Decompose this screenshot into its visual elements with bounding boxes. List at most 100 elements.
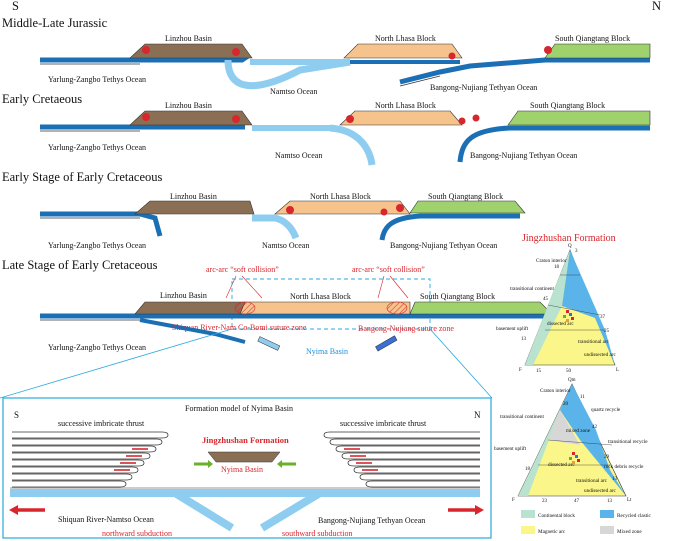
- model-south: S: [14, 410, 19, 420]
- sample-point: [571, 317, 574, 320]
- thrust-sheet: [12, 466, 139, 474]
- field-label: Craton interior: [536, 258, 567, 264]
- thrust-sheet: [12, 445, 157, 453]
- label-lhasa: North Lhasa Block: [290, 292, 351, 301]
- stage-late-stage-early-cretaceous: Late Stage of Early Cretaceous arc-arc “…: [0, 258, 555, 399]
- bangong-slab: [457, 125, 650, 163]
- thrust-sheet: [12, 438, 163, 446]
- magma-icon: [544, 46, 552, 54]
- collision-zone-right: [386, 301, 408, 315]
- magma-icon: [142, 46, 150, 54]
- pointer-line: [225, 275, 237, 299]
- model-title: Formation model of Nyima Basin: [185, 404, 293, 413]
- tick-num: 42: [592, 425, 598, 430]
- field-label: quartz recycle: [591, 407, 621, 413]
- label-qiangtang: South Qiangtang Block: [555, 34, 630, 43]
- apex-left: F: [512, 498, 515, 503]
- north-lhasa-block: [339, 110, 463, 126]
- label-namtso: Namtso Ocean: [275, 151, 322, 160]
- tick-num: 3: [575, 249, 578, 254]
- mixed-zone-field: [548, 410, 580, 445]
- sample-point: [569, 313, 572, 316]
- thrust-sheet: [335, 445, 480, 453]
- magma-icon: [448, 52, 456, 60]
- continental-edge: [525, 250, 570, 365]
- thrust-sheet: [12, 459, 145, 467]
- model-sub-left: northward subduction: [102, 529, 172, 538]
- stage-early-cretaceous: Early Cretaeous Linzhou Basin North Lhas…: [2, 92, 651, 166]
- stage-title: Middle-Late Jurassic: [2, 16, 108, 30]
- tick-num: 11: [580, 395, 585, 400]
- label-bangong: Bangong-Nujiang Tethyan Ocean: [390, 241, 497, 250]
- thrust-sheet: [347, 459, 480, 467]
- label-namtso: Namtso Ocean: [270, 87, 317, 96]
- model-north: N: [474, 410, 481, 420]
- north-lhasa-block: [274, 200, 411, 215]
- legend-swatch-mixed: [600, 526, 614, 534]
- tick-num: 20: [563, 402, 569, 407]
- sample-point: [566, 310, 569, 313]
- magma-icon: [142, 113, 150, 121]
- sample-point: [575, 455, 578, 458]
- model-thrust-left: successive imbricate thrust: [58, 419, 145, 428]
- collision-right-label: arc-arc “soft collision”: [352, 265, 425, 274]
- nyima-basin-label: Nyima Basin: [221, 465, 263, 474]
- label-tethys: Yarlung-Zangbo Tethys Ocean: [48, 343, 146, 352]
- label-namtso: Namtso Ocean: [262, 241, 309, 250]
- field-label: transitional recycle: [608, 439, 648, 445]
- field-label: basement uplift: [496, 325, 529, 332]
- tick-num: 47: [574, 499, 580, 504]
- thrust-sheet: [12, 431, 169, 439]
- recycled-field: [562, 250, 615, 365]
- magma-icon: [346, 115, 354, 123]
- sample-point: [569, 457, 572, 460]
- tick-num: 25: [604, 329, 610, 334]
- bangong-outline: [399, 75, 441, 87]
- south-qiangtang-block: [409, 200, 526, 214]
- thrust-sheet: [365, 480, 480, 488]
- imbricate-thrust-right: [323, 431, 480, 488]
- thrust-sheet: [359, 473, 480, 481]
- linzhou-basin-block: [129, 43, 253, 59]
- label-lhasa: North Lhasa Block: [375, 34, 436, 43]
- linzhou-basin-block: [129, 110, 253, 126]
- thrust-sheet: [353, 466, 480, 474]
- field-label: Craton interior: [540, 388, 571, 394]
- apex-top: Q: [568, 244, 572, 249]
- tick-num: 18: [525, 467, 531, 472]
- linzhou-basin-block: [134, 200, 255, 215]
- apex-right: Lt: [627, 498, 632, 503]
- sample-point: [577, 459, 580, 462]
- pointer-line: [389, 275, 409, 299]
- field-label: transitional continent: [500, 414, 544, 420]
- sample-point: [566, 319, 569, 322]
- ternary-qmflt: Qm F Lt Craton interior quartz recycle t…: [494, 378, 648, 504]
- label-basin: Linzhou Basin: [165, 101, 212, 110]
- arrow-head: [9, 505, 18, 515]
- label-qiangtang: South Qiangtang Block: [420, 292, 495, 301]
- sample-point: [563, 315, 566, 318]
- continental-block-field: [518, 384, 572, 496]
- bangong-slab-remnant: [375, 335, 398, 352]
- model-ocean-right: Bangong-Nujiang Tethyan Ocean: [318, 516, 425, 525]
- field-label: transitional arc: [576, 478, 608, 484]
- namtso-ocean-slab: [252, 214, 300, 240]
- legend-label: Continental block: [538, 513, 575, 519]
- arrow-head: [475, 505, 484, 515]
- label-bangong: Bangong-Nujiang Tethyan Ocean: [430, 83, 537, 92]
- thrust-sheet: [323, 431, 480, 439]
- legend-swatch-continental: [521, 510, 535, 518]
- field-label: basement uplift: [494, 445, 527, 452]
- south-label: S: [12, 0, 19, 13]
- tick-num: 23: [542, 499, 548, 504]
- thrust-sheet: [329, 438, 480, 446]
- thrust-sheet: [341, 452, 480, 460]
- field-label: dissected arc: [548, 462, 575, 468]
- pointer-line: [241, 275, 263, 299]
- apex-top: Qm: [568, 378, 576, 383]
- zoom-line-left: [0, 328, 233, 399]
- legend-swatch-recycled: [600, 510, 614, 518]
- collision-left-label: arc-arc “soft collision”: [206, 265, 279, 274]
- tick-num: 13: [612, 477, 618, 482]
- stage-early-stage-early-cretaceous: Early Stage of Early Cretaceous Linzhou …: [2, 170, 526, 250]
